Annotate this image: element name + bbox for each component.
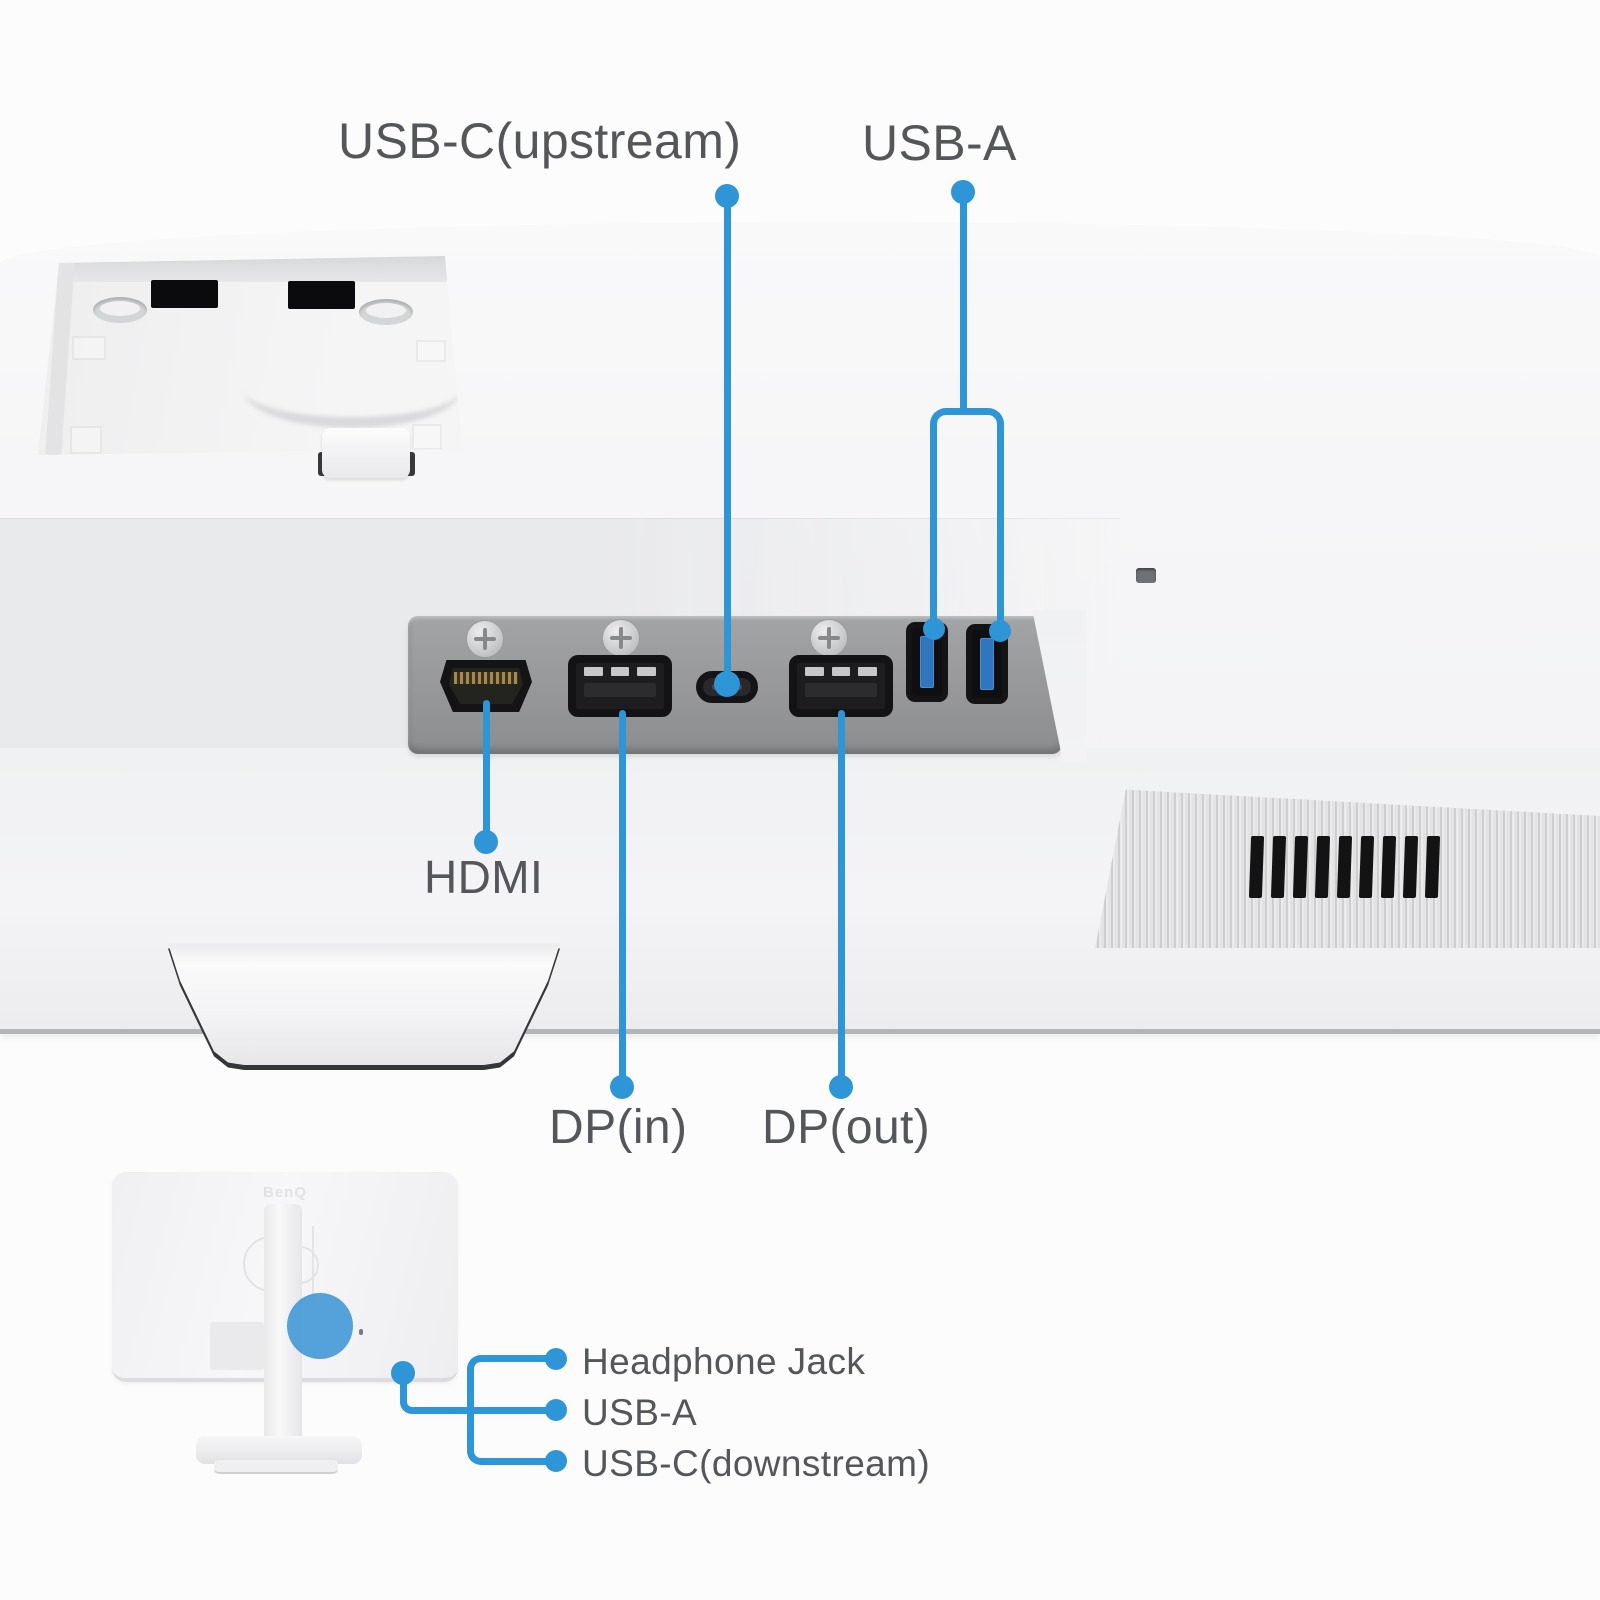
callout-dot-dp-in xyxy=(610,1075,634,1099)
brand-logo: BenQ xyxy=(262,1184,307,1201)
thumbnail-inset xyxy=(210,1322,264,1370)
thumbnail-speck xyxy=(359,1329,363,1335)
callout-dot-usb-a-port-2 xyxy=(989,620,1011,642)
label-dp-in: DP(in) xyxy=(549,1101,688,1154)
speaker-grille-icon xyxy=(1095,789,1600,948)
grille-slat xyxy=(1336,836,1353,898)
thumbnail-seam xyxy=(312,1226,314,1300)
callout-line-usb-c-upstream xyxy=(724,196,731,684)
vesa-corner-mark xyxy=(412,424,442,450)
vesa-corner-mark xyxy=(416,340,446,362)
vesa-arc-recess xyxy=(244,352,460,428)
grille-slat xyxy=(1314,836,1331,898)
callout-line-dp-in xyxy=(619,710,626,1087)
callout-line-usb-a xyxy=(960,192,967,414)
grille-slat xyxy=(1402,836,1419,898)
vesa-top-wall xyxy=(38,256,462,282)
screw-icon xyxy=(466,620,504,658)
callout-dot-usb-c-port xyxy=(714,671,740,697)
vesa-clip-slot-left xyxy=(151,280,218,308)
callout-dot-usb-a-side xyxy=(545,1399,567,1421)
label-hdmi: HDMI xyxy=(424,851,544,903)
callout-elbow-side-ports xyxy=(400,1377,462,1414)
vesa-release-tab xyxy=(322,428,410,478)
callout-dot-hdmi xyxy=(474,830,498,854)
vesa-corner-mark xyxy=(70,426,102,454)
displayport-in-port-icon xyxy=(568,655,672,717)
label-dp-out: DP(out) xyxy=(762,1101,931,1154)
callout-line-dp-out xyxy=(838,710,845,1087)
screw-icon xyxy=(810,619,848,657)
callout-dot-dp-out xyxy=(829,1075,853,1099)
stand-foot xyxy=(168,943,560,1065)
side-vent-slot xyxy=(1136,568,1156,583)
callout-dot-usb-a-port-1 xyxy=(923,618,945,640)
label-usb-c-downstream: USB-C(downstream) xyxy=(582,1443,931,1484)
callout-dot-headphone xyxy=(545,1348,567,1370)
grille-slat xyxy=(1424,836,1441,898)
vesa-screw-hole-right xyxy=(359,299,413,325)
grille-slat xyxy=(1248,836,1265,898)
vesa-mount-recess xyxy=(38,256,462,455)
callout-dot-usb-c-downstream xyxy=(545,1450,567,1472)
vesa-clip-slot-right xyxy=(288,281,355,309)
label-usb-a-top: USB-A xyxy=(862,115,1017,171)
vesa-corner-mark xyxy=(72,336,106,360)
label-usb-a-side: USB-A xyxy=(582,1392,698,1433)
thumbnail-stand-base xyxy=(196,1436,362,1464)
callout-line-usb-a-left xyxy=(930,444,937,630)
displayport-out-port-icon xyxy=(789,655,893,717)
callout-line-usb-a-right xyxy=(997,444,1004,632)
callout-bracket-side-ports xyxy=(467,1355,556,1465)
callout-line-usb-a-side xyxy=(450,1407,556,1414)
grille-slat xyxy=(1358,836,1375,898)
callout-fork-usb-a xyxy=(930,408,1004,450)
ports-highlight-circle xyxy=(287,1293,353,1359)
thumbnail-stand-base-lip xyxy=(214,1460,338,1474)
label-usb-c-upstream: USB-C(upstream) xyxy=(338,113,742,169)
monitor-back-panel xyxy=(0,222,1600,1034)
screw-icon xyxy=(602,619,640,657)
hdmi-port-icon xyxy=(440,660,532,712)
vesa-screw-hole-left xyxy=(93,297,147,323)
grille-slat xyxy=(1292,836,1309,898)
callout-line-hdmi xyxy=(483,700,490,842)
label-headphone-jack: Headphone Jack xyxy=(582,1341,866,1382)
grille-slat xyxy=(1270,836,1287,898)
grille-slat xyxy=(1380,836,1397,898)
vesa-tab-pin xyxy=(406,452,415,476)
